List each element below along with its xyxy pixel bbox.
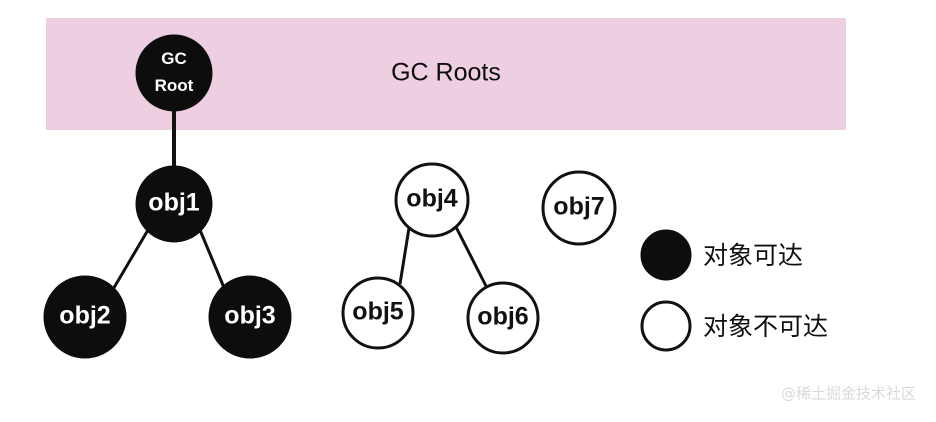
legend-reachable-swatch-icon — [640, 229, 692, 281]
legend-reachable: 对象可达 — [640, 229, 803, 281]
node-label-obj1: obj1 — [148, 189, 199, 217]
node-circle-gc-root[interactable] — [135, 34, 213, 112]
node-circle-obj1[interactable] — [135, 165, 213, 243]
edge-obj4-to-obj6 — [454, 226, 489, 289]
node-obj1[interactable]: obj1 — [135, 165, 213, 243]
node-obj7[interactable]: obj7 — [541, 170, 617, 246]
legend-unreachable-label: 对象不可达 — [703, 312, 828, 341]
legend-unreachable: 对象不可达 — [640, 300, 828, 352]
node-obj6[interactable]: obj6 — [466, 281, 540, 355]
edge-obj4-to-obj5 — [398, 227, 411, 285]
node-gc-root[interactable]: GC Root — [135, 34, 213, 112]
legend-reachable-label: 对象可达 — [703, 241, 803, 270]
gc-roots-band-label: GC Roots — [391, 59, 501, 87]
node-label-gc-root: GC — [161, 49, 187, 68]
node-circle-obj5[interactable] — [341, 276, 415, 350]
node-circle-obj7[interactable] — [541, 170, 617, 246]
node-label-gc-root: Root — [155, 76, 194, 95]
edges-layer — [110, 108, 489, 292]
node-label-obj4: obj4 — [406, 185, 457, 213]
edge-obj1-to-obj2 — [110, 229, 150, 292]
node-label-obj3: obj3 — [224, 302, 275, 330]
nodes-layer: GC Root obj1 obj2 obj3 obj4 obj5 obj6 obj7 — [43, 34, 617, 359]
node-circle-obj6[interactable] — [466, 281, 540, 355]
node-obj3[interactable]: obj3 — [208, 275, 292, 359]
node-circle-obj4[interactable] — [394, 162, 470, 238]
node-obj4[interactable]: obj4 — [394, 162, 470, 238]
node-label-obj6: obj6 — [477, 303, 528, 331]
node-circle-obj2[interactable] — [43, 275, 127, 359]
watermark: @稀土掘金技术社区 — [781, 385, 916, 403]
node-circle-obj3[interactable] — [208, 275, 292, 359]
node-obj5[interactable]: obj5 — [341, 276, 415, 350]
edge-obj1-to-obj3 — [198, 229, 227, 291]
node-label-obj5: obj5 — [352, 298, 403, 326]
node-label-obj2: obj2 — [59, 302, 110, 330]
node-label-obj7: obj7 — [553, 193, 604, 221]
node-obj2[interactable]: obj2 — [43, 275, 127, 359]
legend-unreachable-swatch-icon — [640, 300, 692, 352]
